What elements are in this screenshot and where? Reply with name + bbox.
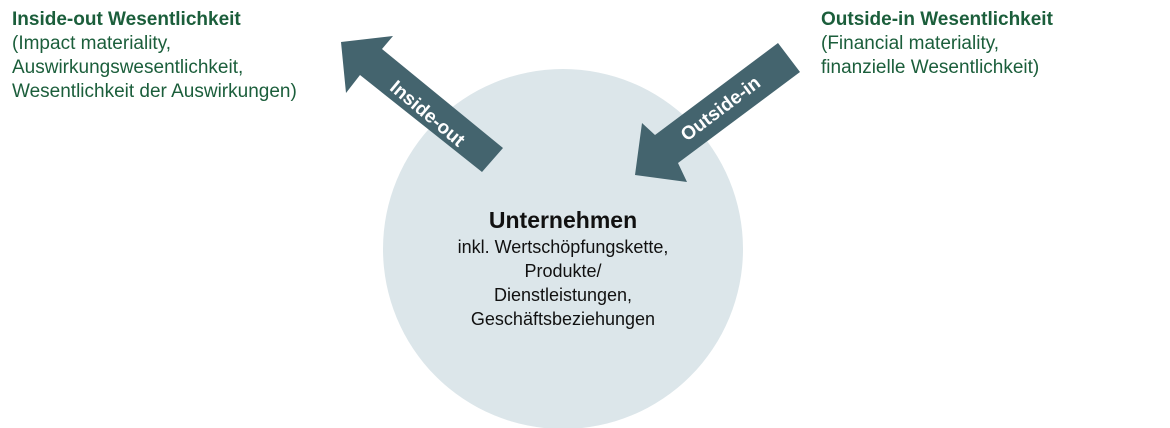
outside-in-title: Outside-in Wesentlichkeit — [821, 9, 1053, 30]
company-line: Dienstleistungen, — [493, 285, 633, 305]
inside-out-arrow — [341, 36, 503, 172]
inside-out-line: Auswirkungswesentlichkeit, — [12, 57, 244, 78]
outside-in-line: finanzielle Wesentlichkeit) — [821, 57, 1040, 78]
company-text: Unternehmen inkl. Wertschöpfungskette, P… — [383, 205, 743, 331]
outside-in-description: Outside-in Wesentlichkeit (Financial mat… — [821, 8, 1053, 80]
inside-out-line: (Impact materiality, — [12, 33, 172, 54]
inside-out-description: Inside-out Wesentlichkeit (Impact materi… — [12, 8, 297, 104]
company-line: Geschäftsbeziehungen — [470, 309, 656, 329]
inside-out-line: Wesentlichkeit der Auswirkungen) — [12, 81, 297, 102]
inside-out-title: Inside-out Wesentlichkeit — [12, 9, 241, 30]
company-line: inkl. Wertschöpfungskette, — [457, 237, 669, 257]
outside-in-line: (Financial materiality, — [821, 33, 1000, 54]
outside-in-arrow — [635, 43, 800, 182]
company-title: Unternehmen — [488, 207, 638, 233]
company-line: Produkte/ — [524, 261, 602, 281]
